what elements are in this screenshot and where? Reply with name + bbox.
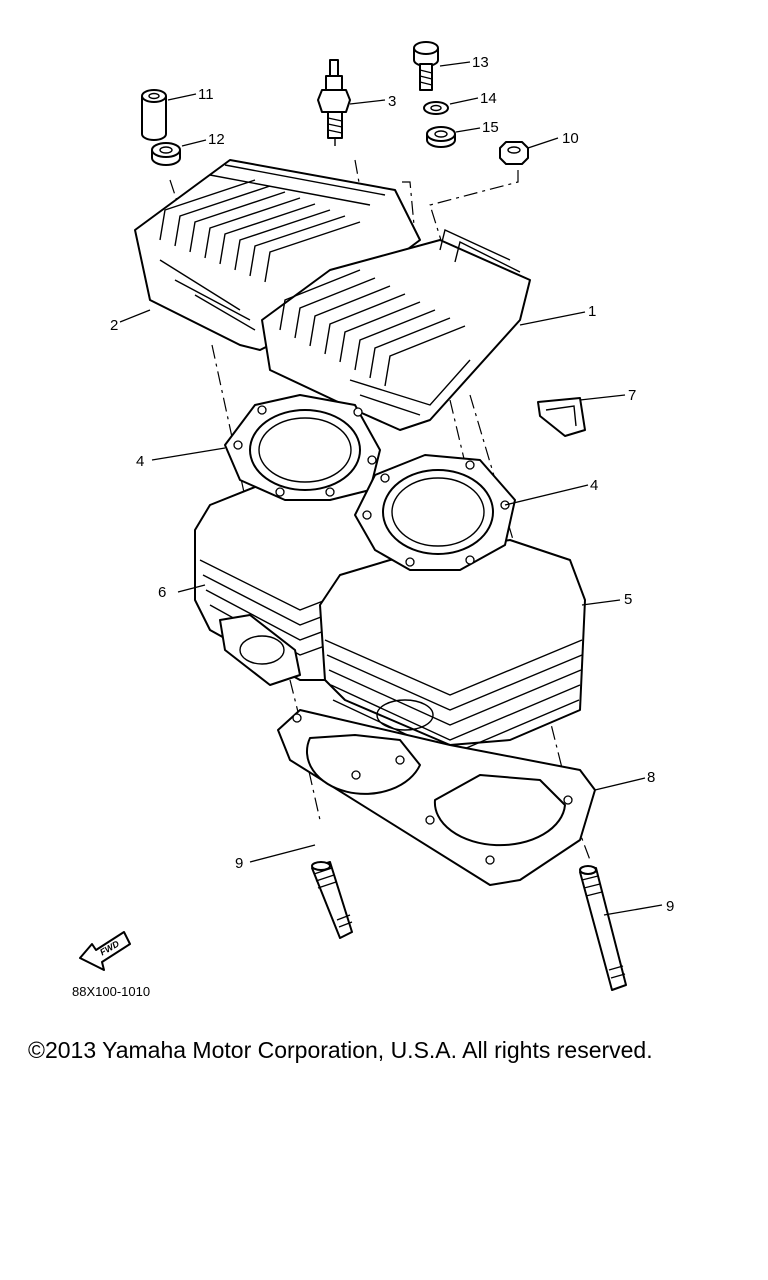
part-5-cylinder-front: [319, 539, 586, 756]
exploded-parts-diagram: 1 2 3 4 4 5 6 7 8 9 9 10 11 12 13 14 15 …: [72, 41, 674, 999]
callout-11: 11: [198, 86, 214, 103]
part-4-head-gasket-front: [354, 454, 516, 571]
part-12-washer: [151, 142, 181, 166]
callout-3: 3: [388, 93, 396, 110]
part-14-spring-washer: [423, 101, 449, 115]
callout-12: 12: [208, 131, 225, 148]
part-9-stud-right: [579, 865, 627, 991]
callout-4-rear: 4: [136, 453, 144, 470]
callout-4-front: 4: [590, 477, 598, 494]
part-1-cylinder-head-front: [261, 229, 531, 431]
part-15-washer: [426, 126, 456, 148]
callout-13: 13: [472, 54, 489, 71]
callout-10: 10: [562, 130, 579, 147]
callout-1: 1: [588, 303, 596, 320]
part-10-nut: [499, 141, 529, 165]
callout-2: 2: [110, 317, 118, 334]
part-3-spark-plug: [317, 59, 351, 146]
part-code: 88X100-1010: [72, 984, 150, 999]
part-7-bracket: [537, 397, 586, 437]
part-11-collar: [141, 89, 167, 141]
forward-arrow-icon: FWD: [79, 931, 131, 971]
callout-6: 6: [158, 584, 166, 601]
part-8-base-gasket: [277, 709, 596, 886]
callout-9-left: 9: [235, 855, 243, 872]
copyright-notice: ©2013 Yamaha Motor Corporation, U.S.A. A…: [28, 1037, 653, 1063]
callout-7: 7: [628, 387, 636, 404]
part-4-head-gasket-rear: [224, 394, 381, 501]
callout-14: 14: [480, 90, 497, 107]
callout-labels: 1 2 3 4 4 5 6 7 8 9 9 10 11 12 13 14 15: [110, 54, 674, 915]
part-13-bolt: [413, 41, 439, 91]
leader-lines: [119, 61, 663, 916]
callout-9-right: 9: [666, 898, 674, 915]
part-9-stud-left: [311, 861, 353, 939]
callout-5: 5: [624, 591, 632, 608]
callout-8: 8: [647, 769, 655, 786]
callout-15: 15: [482, 119, 499, 136]
